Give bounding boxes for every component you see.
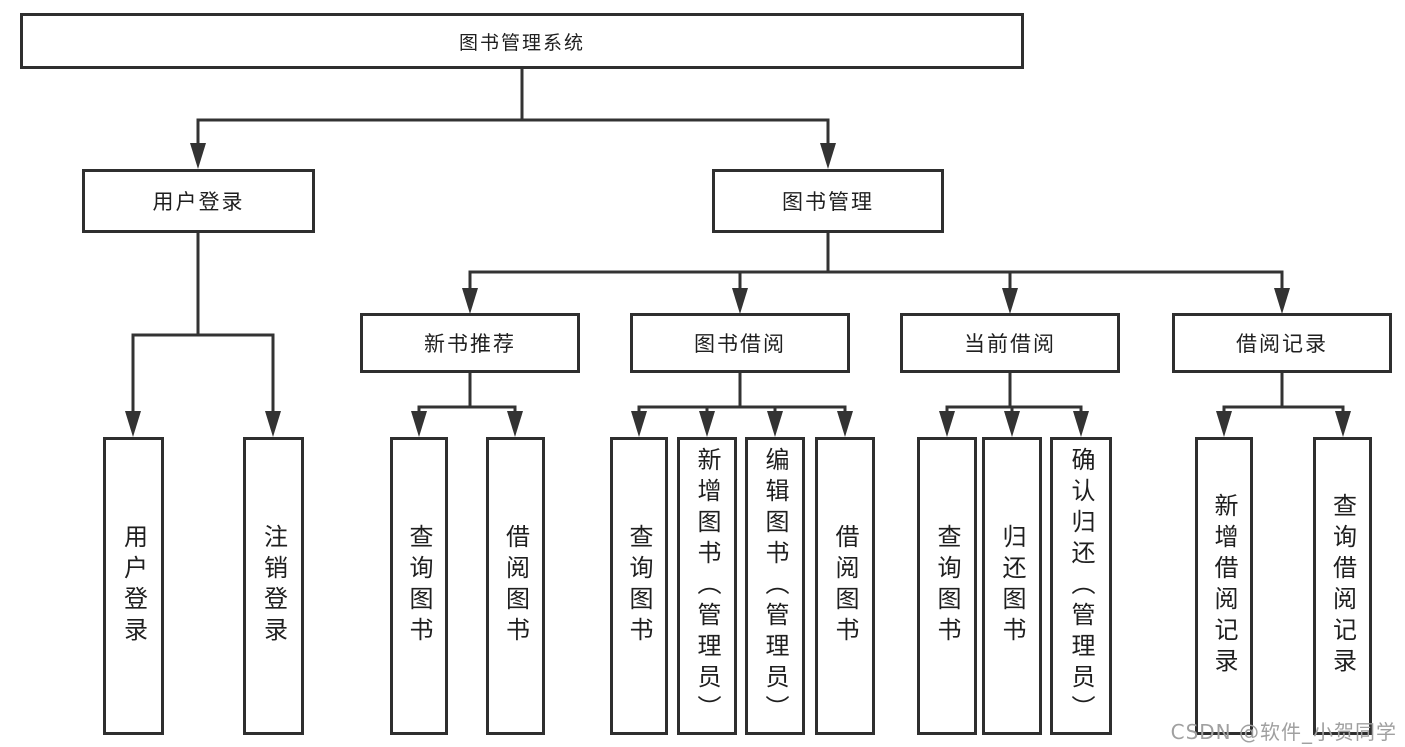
connector-book-management: [468, 232, 1284, 293]
leaf-recommend-query-books-label: 查询图书: [405, 524, 433, 648]
leaf-recommend-borrow-books: 借阅图书: [486, 437, 545, 735]
leaf-current-query-books: 查询图书: [917, 437, 977, 735]
leaf-borrow-books: 借阅图书: [815, 437, 875, 735]
node-book-borrow-label: 图书借阅: [694, 332, 786, 356]
node-root-label: 图书管理系统: [458, 31, 585, 54]
leaf-add-borrow-record-label: 新增借阅记录: [1210, 493, 1238, 679]
node-user-login-label: 用户登录: [152, 190, 245, 214]
leaf-edit-book-admin-label: 编辑图书（管理员）: [761, 446, 789, 726]
leaf-borrow-query-books-label: 查询图书: [625, 524, 653, 648]
node-current-borrow: 当前借阅: [900, 313, 1120, 373]
leaf-query-borrow-record: 查询借阅记录: [1313, 437, 1372, 735]
node-book-management: 图书管理: [712, 169, 944, 233]
node-book-borrow: 图书借阅: [630, 313, 850, 373]
leaf-return-books-label: 归还图书: [998, 524, 1026, 648]
connector-new-book: [417, 373, 517, 415]
node-current-borrow-label: 当前借阅: [964, 332, 1056, 356]
leaf-current-query-books-label: 查询图书: [933, 524, 961, 648]
leaf-confirm-return-admin: 确认归还（管理员）: [1050, 437, 1112, 735]
connector-root: [196, 69, 830, 145]
leaf-borrow-query-books: 查询图书: [610, 437, 668, 735]
leaf-borrow-books-label: 借阅图书: [831, 524, 859, 648]
leaf-query-borrow-record-label: 查询借阅记录: [1328, 493, 1357, 679]
arrowheads: [125, 143, 1351, 437]
node-user-login: 用户登录: [82, 169, 315, 233]
connector-user-login: [131, 232, 275, 415]
leaf-recommend-borrow-books-label: 借阅图书: [501, 524, 530, 648]
connector-borrow-records: [1222, 373, 1345, 415]
leaf-confirm-return-admin-label: 确认归还（管理员）: [1067, 446, 1095, 726]
leaf-edit-book-admin: 编辑图书（管理员）: [745, 437, 805, 735]
leaf-user-login-label: 用户登录: [119, 524, 148, 648]
node-new-book-recommend: 新书推荐: [360, 313, 580, 373]
node-book-management-label: 图书管理: [782, 190, 874, 214]
leaf-logout-label: 注销登录: [259, 524, 288, 648]
connector-current-borrow: [945, 373, 1083, 415]
leaf-add-book-admin-label: 新增图书（管理员）: [693, 446, 721, 726]
leaf-recommend-query-books: 查询图书: [390, 437, 448, 735]
node-borrow-records: 借阅记录: [1172, 313, 1392, 373]
leaf-add-book-admin: 新增图书（管理员）: [677, 437, 737, 735]
node-new-book-recommend-label: 新书推荐: [424, 332, 516, 356]
connector-book-borrow: [637, 373, 847, 415]
leaf-add-borrow-record: 新增借阅记录: [1195, 437, 1253, 735]
watermark: CSDN @软件_小贺同学: [1170, 720, 1397, 744]
node-root: 图书管理系统: [20, 13, 1024, 69]
node-borrow-records-label: 借阅记录: [1236, 332, 1328, 356]
leaf-logout: 注销登录: [243, 437, 304, 735]
leaf-user-login: 用户登录: [103, 437, 164, 735]
leaf-return-books: 归还图书: [982, 437, 1042, 735]
